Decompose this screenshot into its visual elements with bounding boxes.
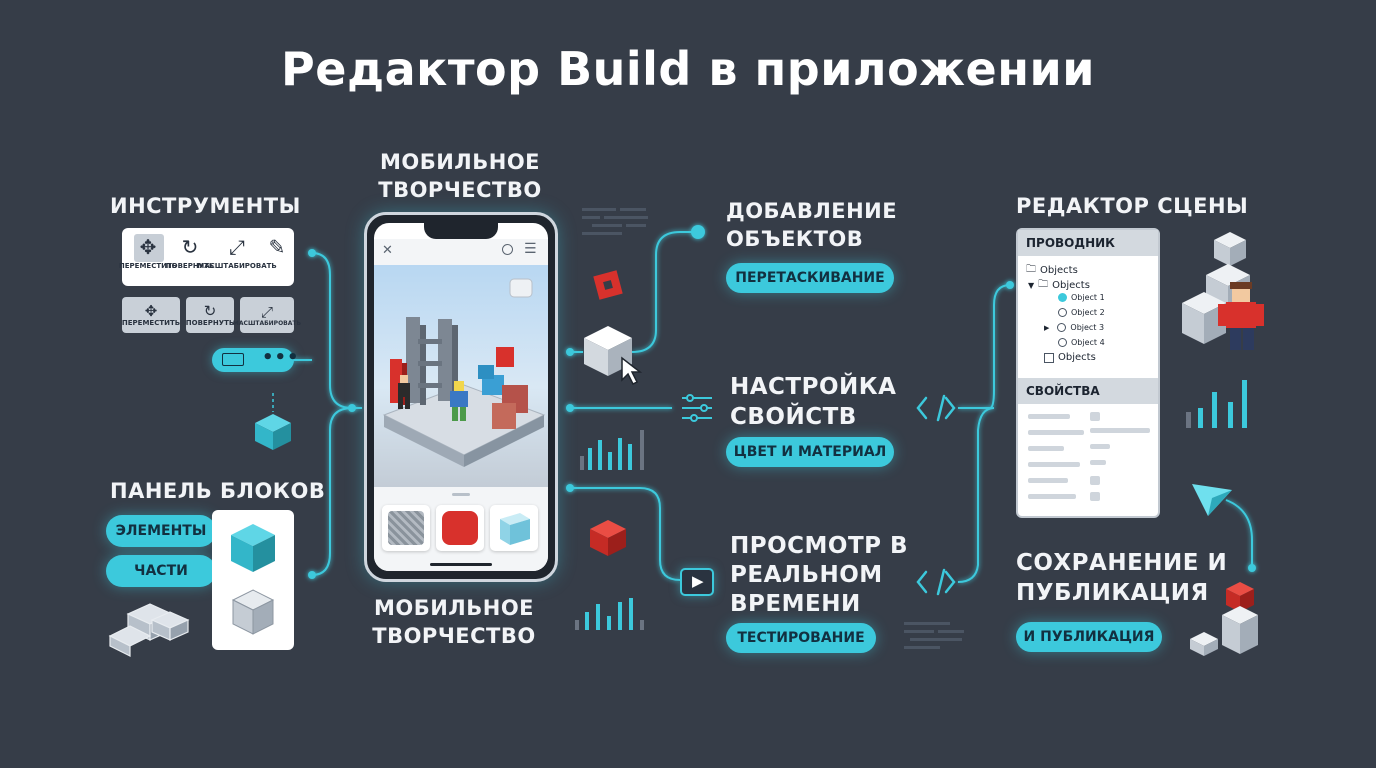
tree-item-objects-root[interactable]: 🗀Objects — [1026, 262, 1078, 279]
phone-top-bar: ✕ ☰ — [374, 239, 548, 265]
tool-move-button[interactable]: ✥ ПЕРЕМЕСТИТЬ — [118, 234, 178, 270]
properties-heading: НАСТРОЙКА СВОЙСТВ — [730, 374, 897, 430]
properties-title: СВОЙСТВА — [1018, 378, 1158, 404]
scale-icon: ⤢ — [229, 235, 245, 259]
tray-item-blue[interactable] — [490, 505, 538, 551]
tree-item-object-1[interactable]: Object 1 — [1058, 293, 1105, 302]
add-objects-heading: ДОБАВЛЕНИЕ ОБЪЕКТОВ — [726, 199, 898, 251]
tree-item-object-4[interactable]: Object 4 — [1058, 338, 1105, 347]
phone-block-tray — [374, 487, 548, 571]
gray-block-icon[interactable] — [231, 588, 275, 636]
phone-screen: ✕ ☰ — [374, 223, 548, 571]
tools-toolbar: ✥ ПЕРЕМЕСТИТЬ ↻ ПОВЕРНУТЬ ⤢ МАСШТАБИРОВА… — [118, 228, 294, 286]
property-value[interactable] — [1090, 460, 1106, 465]
rotate-icon: ↻ — [203, 302, 217, 320]
object-icon — [1058, 308, 1067, 317]
scene-editor-heading: РЕДАКТОР СЦЕНЫ — [1016, 194, 1249, 218]
property-value[interactable] — [1090, 412, 1100, 421]
tree-item-object-2[interactable]: Object 2 — [1058, 308, 1105, 317]
tree-item-objects-folder[interactable]: ▼ 🗀Objects — [1028, 277, 1090, 294]
property-row — [1028, 494, 1076, 499]
phone-mockup: ✕ ☰ — [364, 212, 558, 582]
folder-icon: 🗀 — [1026, 264, 1036, 275]
drag-handle[interactable] — [452, 493, 470, 496]
blocks-parts-tab[interactable]: ЧАСТИ — [106, 555, 216, 587]
mobile-creation-heading-bottom: МОБИЛЬНОЕ ТВОРЧЕСТВО — [372, 596, 536, 648]
viewport-3d[interactable] — [374, 265, 548, 487]
play-icon[interactable]: ▶ — [680, 568, 714, 596]
close-icon[interactable]: ✕ — [382, 243, 393, 258]
tool-options-pill[interactable]: ••• — [212, 347, 299, 372]
tool-move-button-2[interactable]: ✥ ПЕРЕМЕСТИТЬ — [122, 297, 180, 333]
card-icon — [222, 353, 244, 366]
tool-ruler-button[interactable]: ✎ — [262, 234, 292, 282]
color-material-pill[interactable]: ЦВЕТ И МАТЕРИАЛ — [726, 437, 894, 467]
tool-rotate-button-2[interactable]: ↻ ПОВЕРНУТЬ — [186, 297, 234, 333]
tray-item-red[interactable] — [436, 505, 484, 551]
tool-rotate-button[interactable]: ↻ ПОВЕРНУТЬ — [165, 235, 215, 270]
more-icon: ••• — [262, 347, 300, 368]
collapse-arrow-icon: ▶ — [1044, 323, 1050, 332]
blocks-heading: ПАНЕЛЬ БЛОКОВ — [110, 479, 326, 503]
tray-item-stone[interactable] — [382, 505, 430, 551]
property-value[interactable] — [1090, 492, 1100, 501]
publish-pill[interactable]: И ПУБЛИКАЦИЯ — [1016, 622, 1162, 652]
blocks-panel — [212, 510, 294, 650]
scene-editor-panel: ПРОВОДНИК 🗀Objects ▼ 🗀Objects Object 1 O… — [1016, 228, 1160, 518]
rotate-icon: ↻ — [181, 235, 199, 259]
menu-icon[interactable]: ☰ — [524, 241, 537, 257]
tree-item-object-3[interactable]: ▶ Object 3 — [1044, 323, 1105, 332]
property-row — [1028, 446, 1064, 451]
tools-heading: ИНСТРУМЕНТЫ — [110, 194, 301, 218]
move-icon: ✥ — [144, 302, 158, 320]
preview-heading: ПРОСМОТР В РЕАЛЬНОМ ВРЕМЕНИ — [730, 533, 909, 617]
explorer-title: ПРОВОДНИК — [1018, 230, 1158, 256]
object-icon — [1057, 323, 1067, 332]
phone-notch — [424, 223, 498, 239]
expand-arrow-icon: ▼ — [1028, 281, 1035, 290]
teal-block-icon[interactable] — [229, 522, 277, 574]
property-row — [1028, 430, 1084, 435]
drag-drop-pill[interactable]: ПЕРЕТАСКИВАНИЕ — [726, 263, 894, 293]
scale-icon: ⤢ — [260, 302, 273, 321]
property-value[interactable] — [1090, 444, 1110, 449]
object-icon — [1058, 293, 1067, 302]
testing-pill[interactable]: ТЕСТИРОВАНИЕ — [726, 623, 876, 653]
tree-item-objects-last[interactable]: Objects — [1044, 352, 1096, 363]
home-indicator — [430, 563, 492, 566]
move-icon: ✥ — [139, 235, 157, 259]
tool-scale-button[interactable]: ⤢ МАСШТАБИРОВАТЬ — [197, 235, 277, 270]
help-icon[interactable] — [502, 244, 513, 255]
property-value[interactable] — [1090, 428, 1150, 433]
property-row — [1028, 478, 1068, 483]
property-value[interactable] — [1090, 476, 1100, 485]
property-row — [1028, 414, 1070, 419]
property-row — [1028, 462, 1080, 467]
blocks-elements-tab[interactable]: ЭЛЕМЕНТЫ — [106, 515, 216, 547]
folder-icon: 🗀 — [1038, 279, 1049, 290]
cube-icon — [1044, 352, 1054, 363]
scene-illustration — [382, 278, 546, 467]
tool-selected-highlight — [134, 234, 164, 262]
ruler-icon: ✎ — [268, 235, 286, 259]
mobile-creation-heading-top: МОБИЛЬНОЕ ТВОРЧЕСТВО — [378, 150, 542, 202]
cube-icon — [584, 326, 643, 386]
publish-heading: СОХРАНЕНИЕ И ПУБЛИКАЦИЯ — [1016, 550, 1228, 606]
page-title: Редактор Build в приложении — [281, 42, 1095, 96]
object-icon — [1058, 338, 1067, 347]
tool-scale-button-2[interactable]: ⤢ МАСШТАБИРОВАТЬ — [233, 297, 301, 333]
